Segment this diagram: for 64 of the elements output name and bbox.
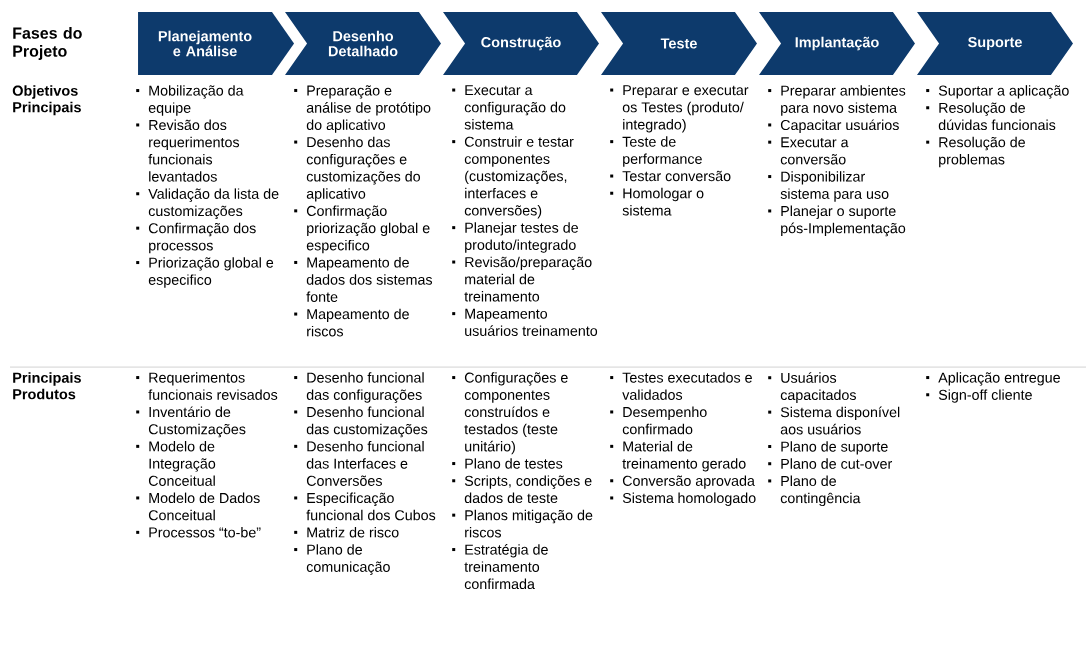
list-item: Requerimentos funcionais revisados xyxy=(136,372,278,400)
list-item: Sistema disponível aos usuários xyxy=(768,406,900,435)
list-item: Disponibilizar sistema para uso xyxy=(768,171,889,202)
list-item: Capacitar usuários xyxy=(768,119,899,133)
list-item: Planejar o suporte pós-Implementação xyxy=(768,205,906,237)
list-item: Teste de performance xyxy=(610,136,702,167)
list-item: Sistema homologado xyxy=(610,492,756,506)
list-item: Plano de contingência xyxy=(768,475,861,507)
list-item: Configurações e componentes construídos e testados (teste unitário) xyxy=(452,372,568,455)
list-item: Executar a conversão xyxy=(768,137,849,165)
phase-banner: Construção xyxy=(443,12,599,75)
list-item: Aplicação entregue xyxy=(926,372,1060,386)
list-item: Especificação funcional dos Cubos xyxy=(294,492,436,521)
list-item: Modelo de Dados Conceitual xyxy=(136,492,260,521)
list-item: Plano de cut-over xyxy=(768,458,893,469)
list-item: Material de treinamento gerado xyxy=(610,441,746,472)
list-item: Plano de suporte xyxy=(768,441,888,455)
list-item: Mapeamento usuários treinamento xyxy=(452,308,598,336)
list-item: Confirmação dos processos xyxy=(136,222,256,254)
list-item: Resolução de dúvidas funcionais xyxy=(926,102,1056,131)
row-header: Objetivos Principais xyxy=(12,85,81,116)
list-item: Plano de testes xyxy=(452,458,563,469)
phase-banner: Planejamento e Análise xyxy=(138,12,295,75)
phase-banner: Desenho Detalhado xyxy=(285,12,441,75)
list-item: Validação da lista de customizações xyxy=(136,188,279,219)
list-item: Sign-off cliente xyxy=(926,389,1032,403)
phase-banner: Implantação xyxy=(759,12,915,75)
list-item: Modelo de Integração Conceitual xyxy=(136,441,216,486)
list-item: Estratégia de treinamento confirmada xyxy=(452,544,548,590)
phase-banner: Suporte xyxy=(917,12,1073,75)
list-item: Processos “to-be” xyxy=(136,527,261,538)
list-item: Matriz de risco xyxy=(294,527,399,538)
row-header: Principais Produtos xyxy=(13,372,81,400)
list-item: Planejar testes de produto/integrado xyxy=(452,222,578,253)
phase-banner: Teste xyxy=(601,12,757,75)
list-item: Suportar a aplicação xyxy=(926,85,1069,99)
list-item: Desenho das configurações e customizações do aplicativo xyxy=(294,136,421,202)
row-header: Fases do Projeto xyxy=(13,27,82,60)
list-item: Mapeamento de riscos xyxy=(294,308,409,337)
list-item: Mobilização da equipe xyxy=(136,85,244,116)
list-item: Planos mitigação de riscos xyxy=(452,509,593,538)
list-item: Mapeamento de dados dos sistemas fonte xyxy=(294,257,433,302)
list-item: Preparar e executar os Testes (produto/ integrado) xyxy=(610,85,749,133)
list-item: Resolução de problemas xyxy=(926,136,1025,168)
list-item: Desempenho confirmado xyxy=(610,406,707,435)
list-item: Preparação e análise de protótipo do aplicativo xyxy=(294,85,431,133)
list-item: Executar a configuração do sistema xyxy=(452,85,566,130)
list-item: Homologar o sistema xyxy=(610,187,704,216)
list-item: Revisão dos requerimentos funcionais levantados xyxy=(136,119,240,182)
list-item: Priorização global e especifico xyxy=(136,257,274,288)
list-item: Desenho funcional das configurações xyxy=(294,372,424,403)
list-item: Confirmação priorização global e especifico xyxy=(294,205,430,254)
list-item: Construir e testar componentes (customizações, interfaces e conversões) xyxy=(452,136,574,219)
list-item: Inventário de Customizações xyxy=(136,406,246,438)
list-item: Testes executados e validados xyxy=(610,372,752,400)
list-item: Testar conversão xyxy=(610,170,731,182)
list-item: Desenho funcional das customizações xyxy=(294,406,428,438)
list-item: Preparar ambientes para novo sistema xyxy=(768,85,906,116)
list-item: Plano de comunicação xyxy=(294,544,390,575)
list-item: Scripts, condições e dados de teste xyxy=(452,475,592,504)
list-item: Revisão/preparação material de treinamento xyxy=(452,256,592,302)
list-item: Usuários capacitados xyxy=(768,372,856,403)
list-item: Conversão aprovada xyxy=(610,475,755,489)
list-item: Desenho funcional das Interfaces e Conversões xyxy=(294,441,424,486)
